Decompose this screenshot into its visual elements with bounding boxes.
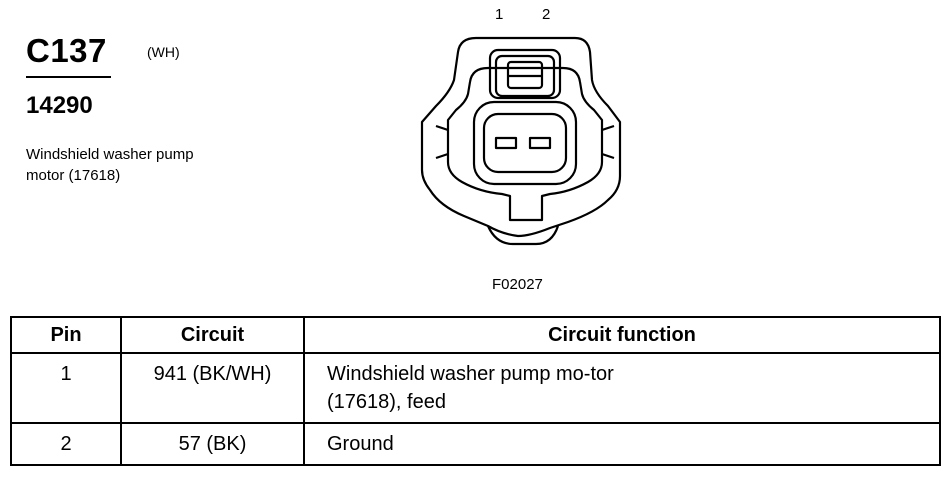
header-circuit-function: Circuit function: [303, 316, 941, 354]
function-text: Ground: [327, 433, 394, 455]
pin-table: Pin Circuit Circuit function 1 941 (BK/W…: [10, 316, 941, 466]
part-number: 14290: [26, 92, 93, 119]
table-row: 2 57 (BK) Ground: [10, 422, 941, 466]
table-row: 1 941 (BK/WH) Windshield washer pump mo-…: [10, 352, 941, 424]
terminal-pin-2: [528, 136, 552, 150]
figure-code: F02027: [492, 276, 543, 293]
terminal-cavity-inner: [482, 112, 568, 174]
connector-lock-frame: [494, 54, 556, 98]
header-circuit: Circuit: [120, 316, 305, 354]
terminal-cavity-outer: [472, 100, 578, 186]
header-pin: Pin: [10, 316, 122, 354]
connector-id: C137: [26, 32, 107, 69]
connector-description: Windshield washer pump motor (17618): [26, 146, 194, 184]
connector-housing-outline: [420, 36, 622, 238]
circuit-cell: 941 (BK/WH): [120, 352, 305, 424]
pin-table-header-row: Pin Circuit Circuit function: [10, 316, 941, 354]
connector-inner-body: [446, 66, 604, 222]
function-text: Windshield washer pump mo-tor (17618), f…: [327, 363, 614, 413]
connector-lock-outer: [488, 48, 562, 100]
pin-label-1: 1: [495, 6, 504, 23]
terminal-pin-1: [494, 136, 518, 150]
connector-id-underline: [26, 76, 111, 78]
connector-latch-left: [435, 124, 449, 160]
connector-face-diagram: [420, 36, 622, 246]
connector-latch-right: [601, 124, 615, 160]
function-cell: Windshield washer pump mo-tor (17618), f…: [303, 352, 941, 424]
pin-cell: 2: [10, 422, 122, 466]
circuit-cell: 57 (BK): [120, 422, 305, 466]
connector-color-code: (WH): [147, 44, 180, 60]
connector-bottom-tab: [486, 225, 560, 246]
function-cell: Ground: [303, 422, 941, 466]
pin-label-2: 2: [542, 6, 551, 23]
pin-cell: 1: [10, 352, 122, 424]
